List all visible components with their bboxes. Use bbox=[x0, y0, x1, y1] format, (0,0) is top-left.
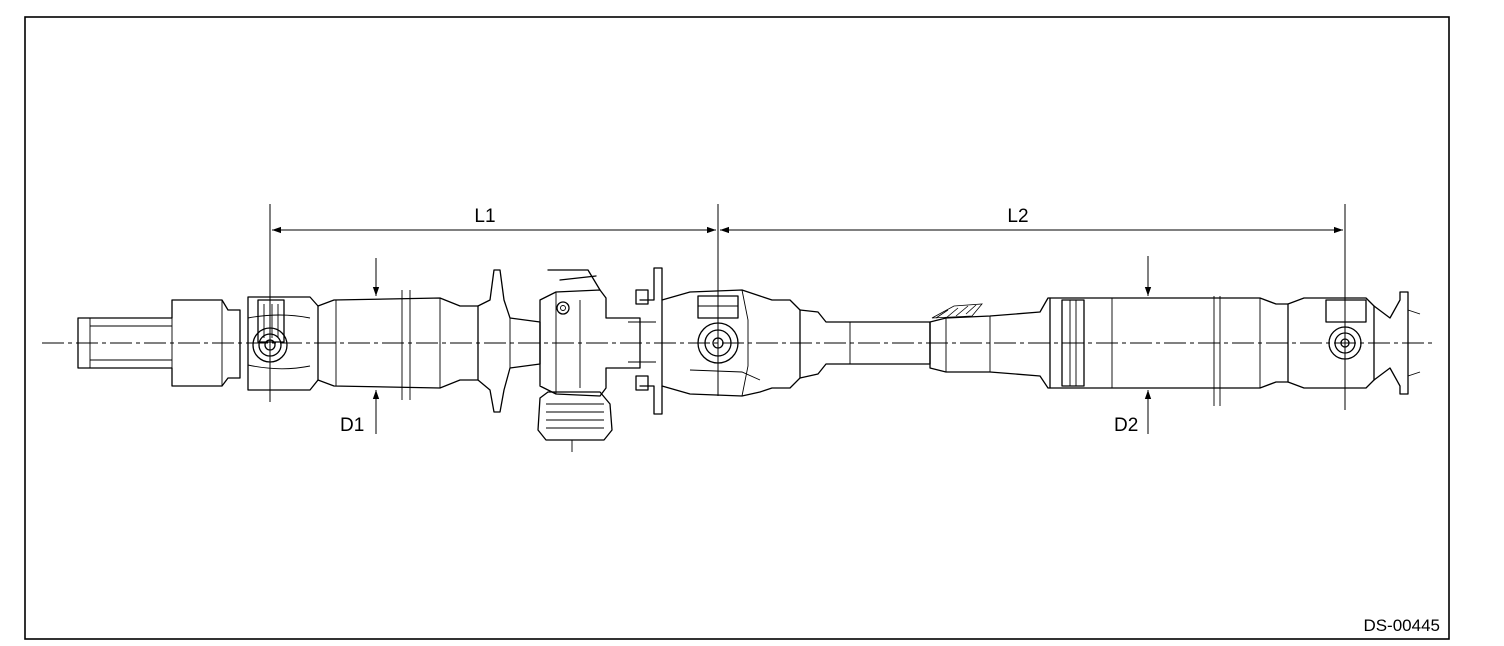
front-sleeve-yoke bbox=[77, 299, 241, 387]
label-l2: L2 bbox=[1007, 206, 1028, 227]
figure-code: DS-00445 bbox=[1363, 616, 1440, 635]
dimension-l1 bbox=[269, 204, 719, 402]
rear-slip-shaft bbox=[799, 309, 931, 379]
center-bearing-flange bbox=[477, 269, 541, 413]
dimension-l2 bbox=[720, 204, 1346, 410]
label-d1: D1 bbox=[340, 415, 364, 436]
center-bearing-support bbox=[539, 269, 641, 397]
label-d2: D2 bbox=[1114, 415, 1138, 436]
mounting-bracket bbox=[628, 267, 663, 415]
front-tube bbox=[317, 290, 479, 400]
label-l1: L1 bbox=[474, 206, 495, 227]
center-bearing-insulator bbox=[537, 391, 613, 452]
drawing-frame bbox=[24, 16, 1450, 640]
rear-flange-yoke bbox=[1373, 291, 1421, 395]
rear-tube bbox=[1049, 296, 1289, 406]
